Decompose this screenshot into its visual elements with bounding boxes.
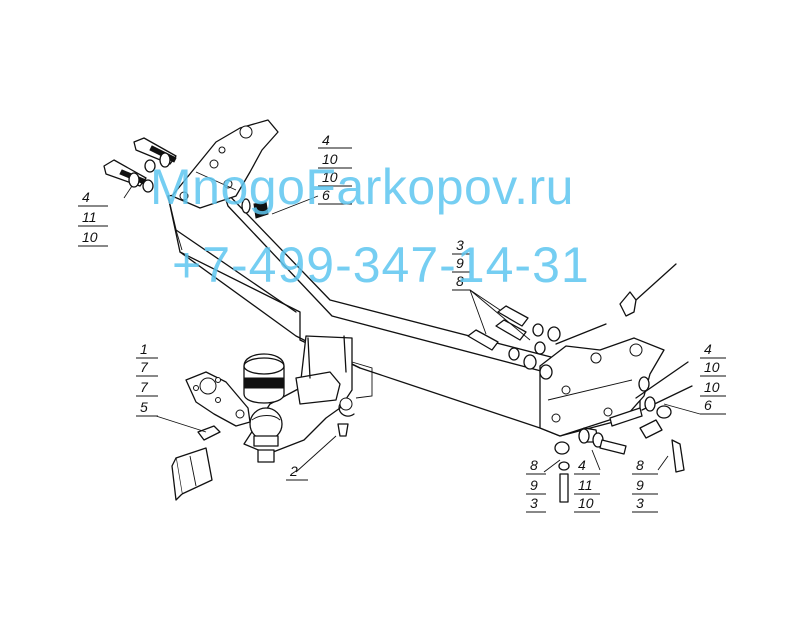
left-mounting-bracket <box>171 119 279 209</box>
callout-label: 4 <box>322 132 330 148</box>
bottom-bolts <box>197 423 685 503</box>
callout-label: 8 <box>636 457 644 473</box>
callout-label: 10 <box>322 169 338 185</box>
callout-label: 10 <box>704 359 720 375</box>
callout-label: 6 <box>322 187 330 203</box>
callout-label: 2 <box>289 463 298 479</box>
callout-bottom-hitch: 2 <box>286 463 308 481</box>
callout-label: 8 <box>456 273 464 289</box>
callout-right-upper: 4 10 10 6 <box>700 341 726 415</box>
bolt-lower-left <box>103 159 154 193</box>
callout-top-left: 4 11 10 <box>78 189 108 247</box>
callout-bottom-c: 8 9 3 <box>632 457 658 513</box>
callout-label: 4 <box>704 341 712 357</box>
callout-label: 3 <box>636 495 644 511</box>
middle-bolts <box>467 305 561 380</box>
callout-label: 4 <box>578 457 586 473</box>
callout-label: 10 <box>704 379 720 395</box>
tow-ball-cover <box>243 353 285 404</box>
callout-top-right: 4 10 10 6 <box>318 132 352 205</box>
socket-bracket <box>185 371 251 427</box>
callout-label: 9 <box>530 477 538 493</box>
receiver-plug <box>171 447 213 501</box>
bolt-upper-left <box>133 137 177 173</box>
callout-label: 8 <box>530 457 538 473</box>
nut-upper-right-left <box>241 198 269 219</box>
callout-label: 7 <box>140 359 149 375</box>
right-mounting-bracket <box>539 337 665 437</box>
callout-middle-upper: 3 9 8 <box>452 237 470 291</box>
callout-label: 1 <box>140 341 148 357</box>
callout-bottom-a: 8 9 3 <box>526 457 546 513</box>
callout-label: 3 <box>530 495 538 511</box>
callout-label: 11 <box>578 477 593 493</box>
callout-label: 9 <box>456 255 464 271</box>
callout-label: 3 <box>456 237 464 253</box>
tow-ball-assembled <box>249 407 283 447</box>
callout-label: 5 <box>140 399 148 415</box>
callout-label: 4 <box>82 189 90 205</box>
callout-label: 10 <box>322 151 338 167</box>
callout-left-ball: 1 7 7 5 <box>136 341 158 417</box>
callout-label: 6 <box>704 397 712 413</box>
leader-lines <box>123 185 701 473</box>
callout-label: 9 <box>636 477 644 493</box>
callout-label: 10 <box>578 495 594 511</box>
callout-bottom-b: 4 11 10 <box>574 457 600 513</box>
right-studs <box>555 263 693 439</box>
callout-label: 11 <box>82 209 97 225</box>
callout-label: 10 <box>82 229 98 245</box>
callout-label: 7 <box>140 379 149 395</box>
